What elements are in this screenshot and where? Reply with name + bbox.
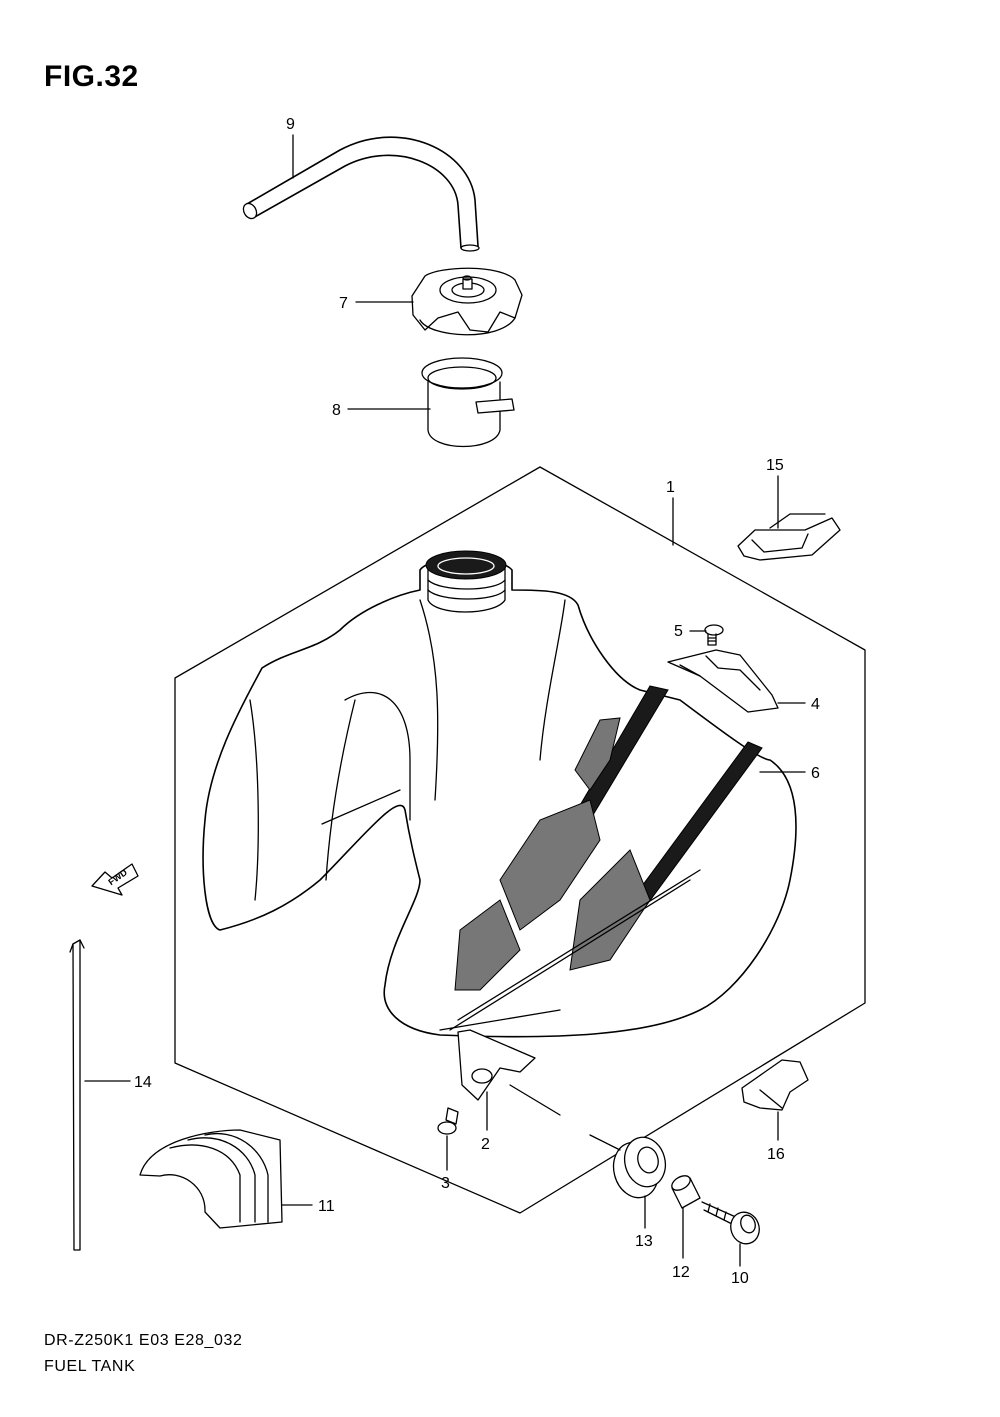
clamp-part bbox=[737, 513, 841, 561]
callout-12: 12 bbox=[672, 1264, 690, 1281]
fuel-tank-part bbox=[202, 550, 797, 1038]
figure-name: FUEL TANK bbox=[44, 1358, 136, 1375]
callout-2: 2 bbox=[481, 1136, 490, 1153]
callout-6: 6 bbox=[811, 765, 820, 782]
leader-lines bbox=[84, 134, 806, 1267]
breather-hose-part bbox=[242, 136, 480, 252]
cushion-part-13 bbox=[612, 1136, 667, 1199]
bolt-part-10 bbox=[701, 1201, 760, 1245]
emblem-part bbox=[449, 685, 763, 1031]
callout-3: 3 bbox=[441, 1175, 450, 1192]
band-part bbox=[69, 939, 85, 1251]
callout-7: 7 bbox=[339, 295, 348, 312]
callout-labels: 9 7 8 15 1 5 4 6 14 2 3 11 16 13 12 10 bbox=[134, 116, 820, 1287]
screw-part-5 bbox=[704, 624, 724, 646]
callout-4: 4 bbox=[811, 696, 820, 713]
figure-model-code: DR-Z250K1 E03 E28_032 bbox=[44, 1332, 243, 1349]
callout-9: 9 bbox=[286, 116, 295, 133]
bracket-part-4 bbox=[667, 649, 779, 713]
figure-title: FIG.32 bbox=[44, 60, 139, 93]
assembly-outline bbox=[174, 466, 866, 1214]
bracket-part-2 bbox=[457, 1029, 536, 1101]
fuel-cap-part bbox=[411, 267, 523, 336]
spacer-part bbox=[671, 1175, 701, 1209]
callout-15: 15 bbox=[766, 457, 784, 474]
callout-5: 5 bbox=[674, 623, 683, 640]
callout-8: 8 bbox=[332, 402, 341, 419]
callout-1: 1 bbox=[666, 479, 675, 496]
callout-11: 11 bbox=[318, 1198, 335, 1215]
cushion-part-16 bbox=[741, 1059, 809, 1111]
callout-10: 10 bbox=[731, 1270, 749, 1287]
fwd-arrow-icon: FWD bbox=[91, 863, 139, 896]
callout-13: 13 bbox=[635, 1233, 653, 1250]
filter-part bbox=[421, 357, 515, 448]
callout-14: 14 bbox=[134, 1074, 152, 1091]
callout-16: 16 bbox=[767, 1146, 785, 1163]
cushion-part-11 bbox=[139, 1129, 283, 1229]
bolt-part-3 bbox=[437, 1107, 459, 1135]
